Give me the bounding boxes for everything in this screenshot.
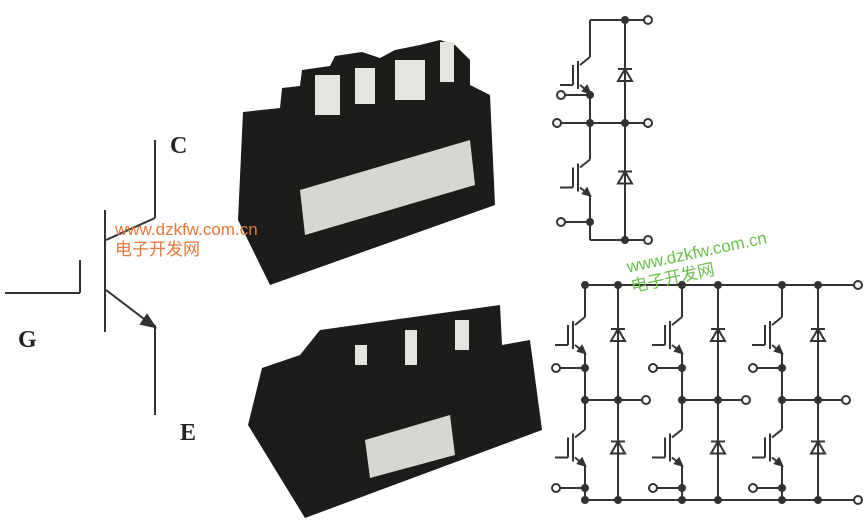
junction-dot — [581, 496, 589, 504]
igbt-symbol — [5, 140, 158, 415]
terminal — [853, 280, 863, 290]
junction-dot — [814, 496, 822, 504]
diode-icon — [616, 169, 634, 185]
wire — [579, 56, 591, 66]
terminal — [643, 15, 653, 25]
diode-icon — [616, 67, 634, 82]
diode-icon — [709, 327, 727, 342]
watermark-url: www.dzkfw.com.cn — [115, 220, 258, 239]
junction-dot — [678, 496, 686, 504]
terminal — [648, 363, 658, 373]
junction-dot — [778, 484, 786, 492]
junction-dot — [586, 91, 594, 99]
emitter-arrow-icon — [581, 84, 592, 95]
junction-dot — [678, 484, 686, 492]
emitter-arrow-icon — [581, 186, 592, 198]
junction-dot — [778, 364, 786, 372]
terminal — [648, 483, 658, 493]
junction-dot — [678, 364, 686, 372]
watermark-orange: www.dzkfw.com.cn 电子开发网 — [115, 220, 258, 260]
wire — [671, 428, 683, 439]
terminal — [841, 395, 851, 405]
emitter-arrow-icon — [773, 456, 784, 468]
junction-dot — [621, 236, 629, 244]
wire — [771, 428, 783, 439]
junction-dot — [614, 496, 622, 504]
wire — [771, 316, 783, 326]
wire — [579, 158, 591, 169]
emitter-label: E — [180, 420, 197, 446]
junction-dot — [778, 496, 786, 504]
terminal — [556, 90, 566, 100]
emitter-arrow-icon — [773, 344, 784, 355]
diode-icon — [709, 439, 727, 455]
wire — [671, 316, 683, 326]
terminal — [641, 395, 651, 405]
terminal — [556, 217, 566, 227]
terminal — [643, 235, 653, 245]
terminal — [552, 118, 562, 128]
terminal — [551, 363, 561, 373]
junction-dot — [581, 364, 589, 372]
emitter-arrow-icon — [673, 344, 684, 355]
module-photo-bottom — [248, 305, 542, 518]
junction-dot — [714, 496, 722, 504]
emitter-arrow-icon — [673, 456, 684, 468]
terminal — [741, 395, 751, 405]
terminal — [551, 483, 561, 493]
gate-label: G — [18, 327, 37, 353]
wire — [574, 428, 586, 439]
diode-icon — [809, 439, 827, 455]
terminal — [853, 495, 863, 505]
wire — [574, 316, 586, 326]
emitter-arrow-icon — [576, 344, 587, 355]
diode-icon — [609, 327, 627, 342]
module-label-plate — [365, 415, 455, 478]
emitter-arrow-icon — [576, 456, 587, 468]
module-photo-top — [238, 40, 495, 285]
diode-icon — [609, 439, 627, 455]
module-label-plate — [300, 140, 475, 235]
junction-dot — [581, 484, 589, 492]
terminal — [748, 363, 758, 373]
watermark-name: 电子开发网 — [115, 240, 200, 259]
collector-label: C — [170, 133, 188, 159]
diode-icon — [809, 327, 827, 342]
terminal — [748, 483, 758, 493]
terminal — [643, 118, 653, 128]
